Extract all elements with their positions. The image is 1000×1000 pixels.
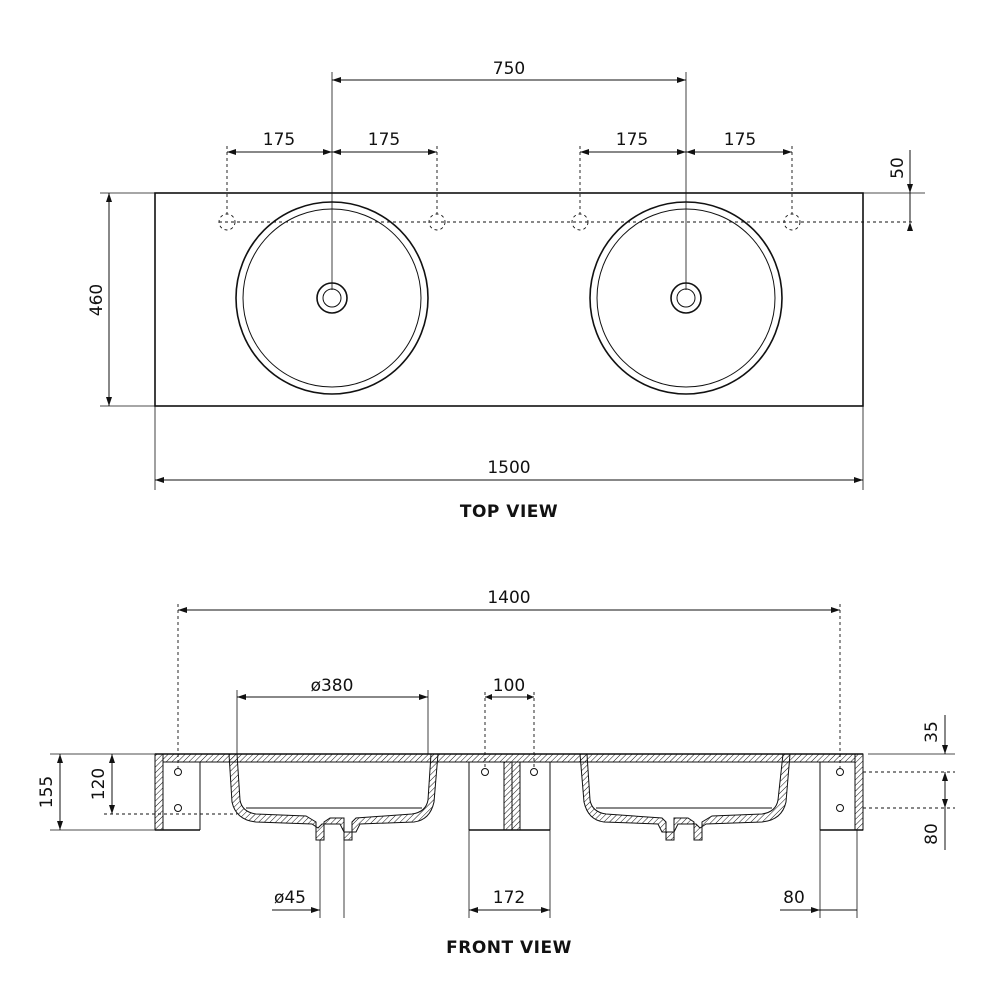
front-section: [154, 753, 864, 841]
dim-hole-spacing: 80: [863, 772, 955, 850]
right-basin-section: [579, 753, 791, 841]
bracket-hole: [836, 768, 844, 776]
center-support-left: [503, 761, 513, 831]
dim-depth: 460: [87, 192, 155, 407]
top-view: 750 175 175 175 175 50: [87, 59, 925, 522]
dim-120-label: 120: [89, 768, 109, 800]
left-end-wall: [154, 753, 164, 831]
bracket-hole: [530, 768, 538, 776]
front-view-title: FRONT VIEW: [446, 938, 572, 958]
dim-bracket-height: 120: [89, 754, 237, 815]
tap-holes: [218, 213, 915, 231]
dim-155-label: 155: [37, 776, 57, 808]
dim-basin-centers: 750: [332, 59, 686, 83]
top-view-title: TOP VIEW: [460, 502, 558, 522]
dim-175-label-2: 175: [368, 130, 400, 150]
dim-overall-height: 155: [37, 753, 155, 831]
top-extension-lines: [226, 72, 793, 290]
bracket-hole: [174, 804, 182, 812]
dim-center-support: 172: [468, 830, 551, 918]
dim-50-label: 50: [888, 157, 908, 179]
dim-1400-label: 1400: [487, 588, 530, 608]
front-view: 1400 ø380 100 155: [37, 588, 955, 958]
dim-45-label: ø45: [274, 888, 306, 908]
right-end-wall: [854, 753, 864, 831]
dim-overall-width: 1500: [154, 406, 864, 490]
dim-bracket-gap: 100: [484, 676, 535, 768]
dim-380-label: ø380: [311, 676, 354, 696]
dim-tap-offsets: 175 175 175 175: [227, 130, 792, 155]
dim-175-label-4: 175: [724, 130, 756, 150]
dim-80-horizontal-label: 80: [783, 888, 805, 908]
bracket-hole: [836, 804, 844, 812]
left-basin-section: [228, 753, 439, 841]
dim-end-support: 80: [780, 830, 858, 918]
dim-175-label-3: 175: [616, 130, 648, 150]
dim-100-label: 100: [493, 676, 525, 696]
countertop-outline: [154, 192, 864, 407]
dim-top-offset: 35: [863, 715, 955, 790]
dim-tap-setback: 50: [863, 150, 925, 231]
dim-waste-diameter: ø45: [272, 840, 345, 918]
dim-basin-diameter: ø380: [236, 676, 429, 754]
dim-460-label: 460: [87, 284, 107, 316]
dim-175-label-1: 175: [263, 130, 295, 150]
dim-35-label: 35: [922, 721, 942, 743]
center-support-right: [511, 761, 521, 831]
bracket-hole: [481, 768, 489, 776]
dim-80-vertical-label: 80: [922, 823, 942, 845]
dim-750-label: 750: [493, 59, 525, 79]
dim-172-label: 172: [493, 888, 525, 908]
dim-bracket-span: 1400: [177, 588, 841, 768]
bracket-hole: [174, 768, 182, 776]
dim-1500-label: 1500: [487, 458, 530, 478]
